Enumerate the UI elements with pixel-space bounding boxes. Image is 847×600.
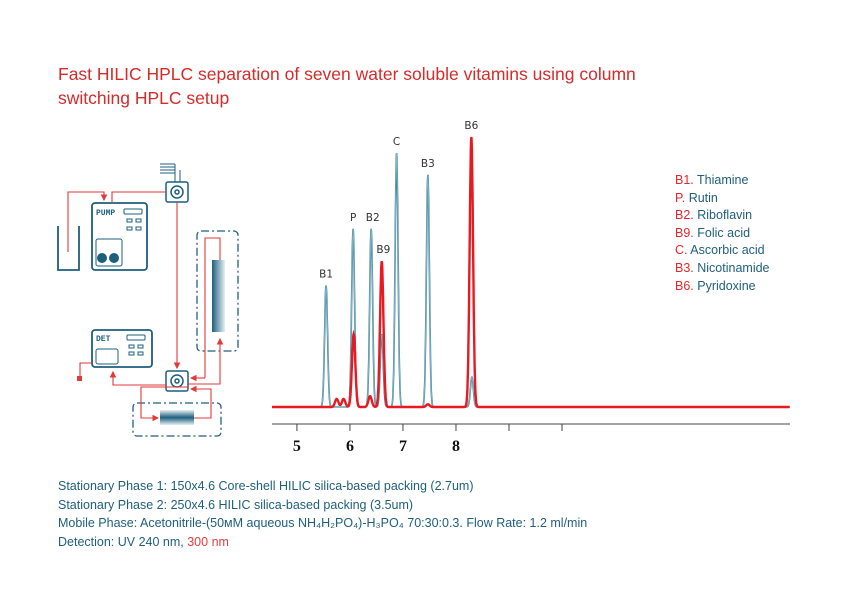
- peak-label-B9: B9: [376, 244, 390, 256]
- detection: Detection: UV 240 nm, 300 nm: [58, 534, 229, 549]
- figure-title: Fast HILIC HPLC separation of seven wate…: [58, 64, 636, 108]
- stationary-phase-1: Stationary Phase 1: 150x4.6 Core-shell H…: [58, 479, 474, 493]
- peak-label-B6: B6: [464, 120, 478, 132]
- switching-valve: [165, 370, 189, 392]
- trace-300nm: [272, 136, 790, 409]
- column-2: [160, 410, 194, 425]
- x-tick-label: 7: [399, 438, 407, 455]
- pump: [91, 202, 148, 271]
- legend-item: B6. Pyridoxine: [675, 278, 756, 293]
- legend-item: B3. Nicotinamide: [675, 260, 770, 275]
- detector: [91, 329, 153, 368]
- solvent-reservoir: [57, 226, 80, 271]
- detector-label: DET: [96, 335, 111, 344]
- x-tick-label: 8: [452, 438, 460, 455]
- legend-item: C. Ascorbic acid: [675, 243, 765, 258]
- legend-item: B9. Folic acid: [675, 225, 751, 240]
- stationary-phase-2: Stationary Phase 2: 250x4.6 HILIC silica…: [58, 497, 414, 512]
- pump-label: PUMP: [96, 209, 115, 218]
- peak-label-B3: B3: [421, 158, 435, 170]
- tubing: [67, 191, 224, 422]
- hplc-setup-diagram: PUMP DET: [57, 163, 239, 437]
- column-1: [212, 260, 225, 332]
- peak-label-B2: B2: [366, 212, 380, 224]
- legend-item: B2. Riboflavin: [675, 208, 753, 223]
- legend-item: B1. Thiamine: [675, 173, 749, 187]
- legend: B1. Thiamine P. Rutin B2. Riboflavin B9.…: [675, 172, 770, 295]
- mobile-phase: Mobile Phase: Acetonitrile-(50мM aqueous…: [58, 516, 588, 531]
- injection-valve: [160, 163, 189, 203]
- method-notes: Stationary Phase 1: 150x4.6 Core-shell H…: [58, 477, 587, 551]
- column-1-enclosure: [196, 230, 239, 352]
- x-tick-label: 5: [293, 438, 301, 455]
- peak-label-B1: B1: [319, 269, 333, 281]
- legend-item: P. Rutin: [675, 190, 718, 205]
- column-2-enclosure: [132, 402, 222, 437]
- peak-label-C: C: [393, 136, 400, 148]
- peak-label-P: P: [350, 212, 356, 224]
- x-tick-label: 6: [346, 438, 354, 455]
